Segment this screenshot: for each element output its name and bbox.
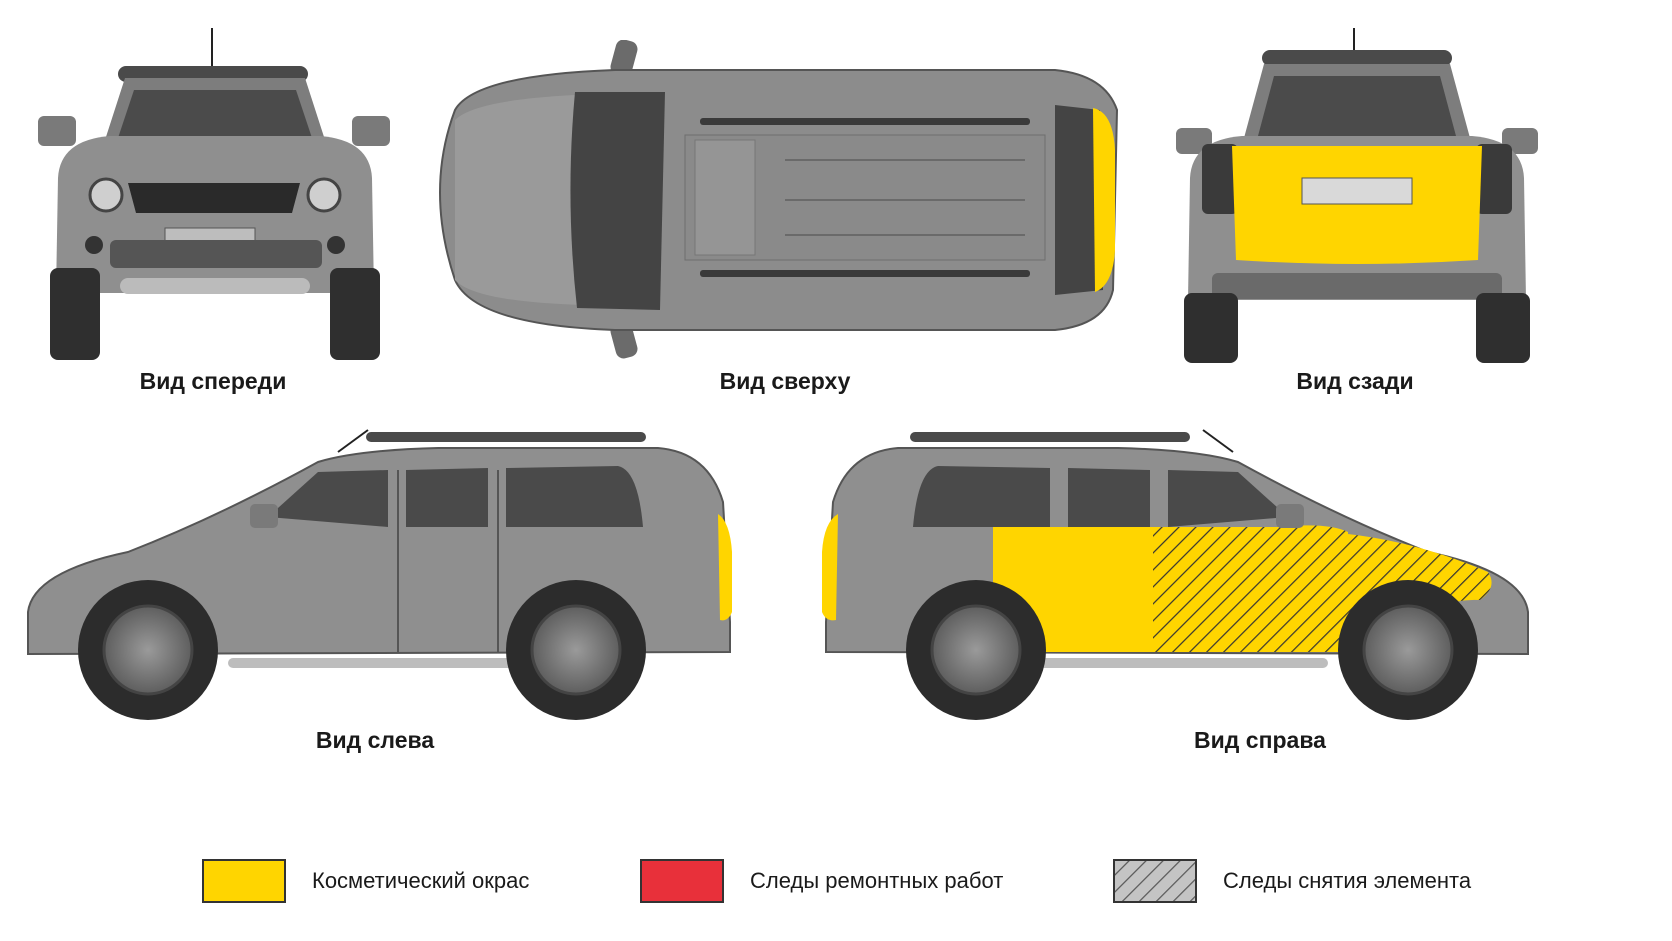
legend-item-element-removal: Следы снятия элемента	[1113, 858, 1471, 904]
legend: Косметический окрас Следы ремонтных рабо…	[0, 858, 1672, 908]
legend-item-repair-traces: Следы ремонтных работ	[640, 858, 1003, 904]
rear-tailgate-painted	[1232, 146, 1482, 264]
right-view-caption: Вид справа	[1194, 727, 1326, 753]
rear-view-caption: Вид сзади	[1296, 368, 1414, 394]
right-rear-light-painted	[822, 514, 838, 621]
rear-view	[1172, 28, 1542, 368]
right-front-door-hatched	[1153, 525, 1348, 652]
legend-label: Следы ремонтных работ	[750, 868, 1004, 893]
top-view	[415, 40, 1135, 360]
right-view	[808, 422, 1548, 732]
top-tailgate-painted	[1093, 108, 1115, 292]
left-rear-light-painted	[718, 514, 732, 621]
legend-item-cosmetic-paint: Косметический окрас	[202, 858, 529, 904]
legend-swatch-hatched	[1113, 859, 1197, 903]
front-view	[30, 28, 400, 368]
legend-label: Косметический окрас	[312, 868, 530, 893]
legend-swatch-red	[640, 859, 724, 903]
left-view-caption: Вид слева	[315, 727, 435, 753]
left-view	[18, 422, 748, 732]
legend-swatch-yellow	[202, 859, 286, 903]
top-view-caption: Вид сверху	[719, 368, 851, 394]
front-view-caption: Вид спереди	[139, 368, 287, 394]
legend-label: Следы снятия элемента	[1223, 868, 1472, 893]
